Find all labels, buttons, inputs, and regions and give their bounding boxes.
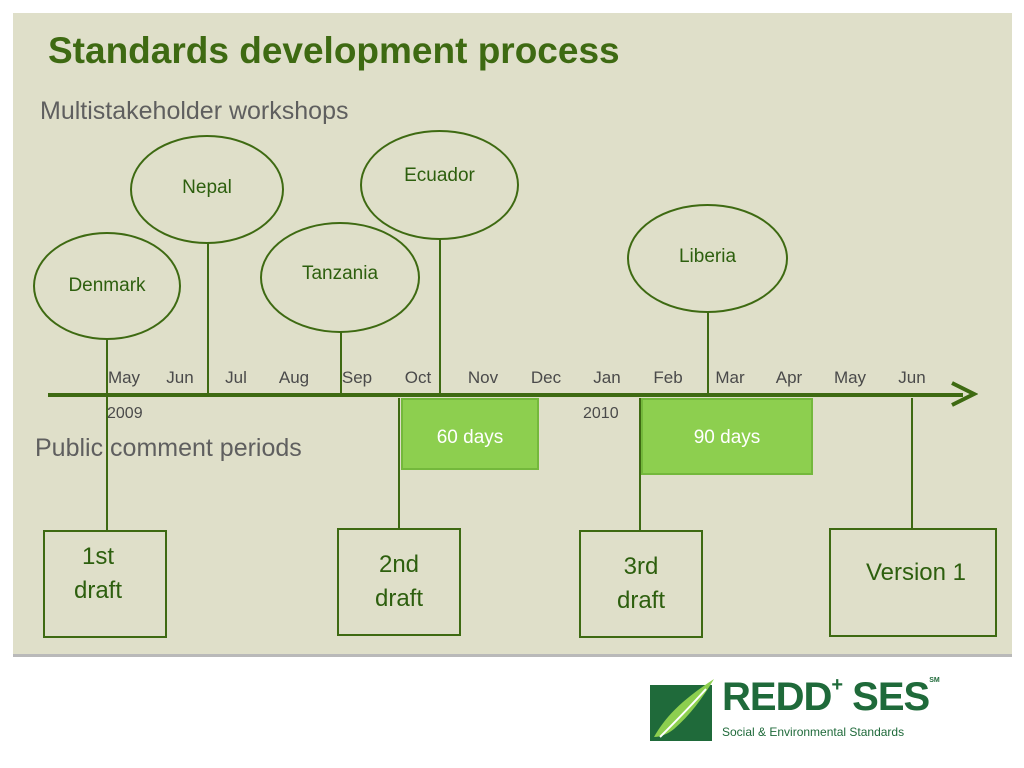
- comment-period-60-days: 60 days: [401, 398, 539, 470]
- workshops-label: Multistakeholder workshops: [40, 97, 349, 125]
- panel-shadow-edge: [13, 654, 1012, 657]
- month-label: May: [107, 368, 141, 387]
- draft-label: 2nd: [378, 551, 420, 579]
- year-label: 2010: [583, 405, 619, 422]
- month-label: Nov: [467, 368, 499, 387]
- comment-period-label: 60 days: [436, 427, 504, 448]
- draft-box-2nd: 2nd draft: [337, 528, 461, 636]
- month-label: Dec: [530, 368, 562, 387]
- draft2-connector: [398, 398, 400, 530]
- workshop-tanzania: Tanzania: [260, 222, 420, 333]
- workshop-ecuador: Ecuador: [360, 130, 519, 240]
- draft-box-1st: 1st draft: [43, 530, 167, 638]
- comment-period-label: 90 days: [693, 427, 761, 448]
- draft3-connector: [639, 398, 641, 530]
- month-label: Sep: [341, 368, 373, 387]
- denmark-connector: [106, 340, 108, 395]
- comment-period-90-days: 90 days: [641, 398, 813, 475]
- draft-label: draft: [616, 587, 666, 614]
- nepal-connector: [207, 243, 209, 395]
- draft-label: Version 1: [865, 558, 967, 586]
- month-label: Jun: [898, 368, 926, 387]
- version1-connector: [911, 398, 913, 528]
- leaf-logo-icon: [650, 679, 714, 741]
- draft-label: draft: [374, 585, 424, 612]
- month-label: Mar: [715, 368, 745, 387]
- timeline-axis: [48, 393, 963, 397]
- workshop-label: Liberia: [678, 245, 737, 267]
- draft-box-3rd: 3rd draft: [579, 530, 703, 638]
- draft-label: 1st: [81, 543, 114, 571]
- workshop-label: Tanzania: [301, 262, 379, 284]
- draft-label: draft: [73, 577, 123, 604]
- workshop-label: Nepal: [182, 176, 232, 198]
- workshop-liberia: Liberia: [627, 204, 788, 313]
- month-label: Jun: [166, 368, 194, 387]
- month-label: Jul: [225, 368, 247, 387]
- month-label: Jan: [593, 368, 621, 387]
- draft-box-version-1: Version 1: [829, 528, 997, 637]
- logo-service-mark: SM: [929, 677, 940, 684]
- logo-plus: +: [831, 674, 843, 696]
- comment-periods-label: Public comment periods: [35, 434, 302, 462]
- workshop-nepal: Nepal: [130, 135, 284, 244]
- month-label: Apr: [775, 368, 803, 387]
- tanzania-connector: [340, 332, 342, 395]
- slide-title: Standards development process: [48, 30, 620, 71]
- arrow-head-icon: [951, 381, 978, 407]
- liberia-connector: [707, 312, 709, 395]
- year-label: 2009: [107, 405, 143, 422]
- workshop-label: Ecuador: [404, 165, 475, 186]
- workshop-label: Denmark: [68, 275, 146, 296]
- logo-ses: SES: [852, 675, 930, 719]
- draft1-connector: [106, 395, 108, 530]
- month-label: Oct: [404, 368, 432, 387]
- draft-label: 3rd: [623, 553, 659, 581]
- redd-ses-logo: REDD+ SESSM Social & Environmental Stand…: [650, 675, 940, 745]
- logo-name: REDD: [722, 675, 832, 719]
- logo-wordmark: REDD+ SESSM: [722, 674, 940, 719]
- month-label: Aug: [278, 368, 310, 387]
- month-label: Feb: [653, 368, 683, 387]
- workshop-denmark: Denmark: [33, 232, 181, 340]
- month-label: May: [833, 368, 867, 387]
- logo-tagline: Social & Environmental Standards: [722, 725, 905, 739]
- ecuador-connector: [439, 238, 441, 393]
